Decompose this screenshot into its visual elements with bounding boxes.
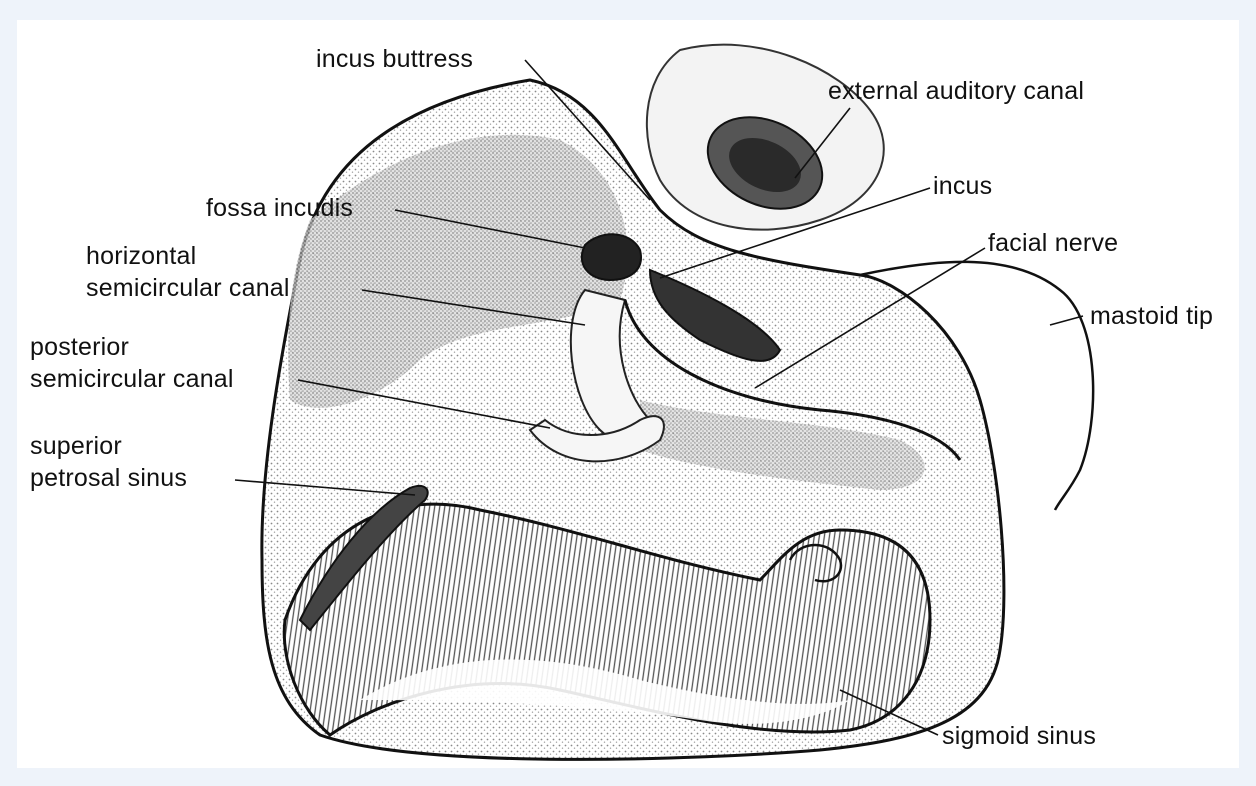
label-superior-sinus-2: petrosal sinus [30,464,187,492]
leader-mastoid-tip [1050,316,1083,325]
label-posterior-canal-2: semicircular canal [30,365,234,393]
label-fossa-incudis: fossa incudis [206,194,353,222]
label-horizontal-canal-2: semicircular canal [86,274,290,302]
label-superior-sinus-1: superior [30,432,122,460]
incus-shape [582,234,641,280]
label-horizontal-canal-1: horizontal [86,242,196,270]
label-sigmoid-sinus: sigmoid sinus [942,722,1096,750]
label-incus-buttress: incus buttress [316,45,473,73]
label-mastoid-tip: mastoid tip [1090,302,1213,330]
label-incus: incus [933,172,992,200]
label-external-auditory-canal: external auditory canal [828,77,1084,105]
label-posterior-canal-1: posterior [30,333,129,361]
label-facial-nerve: facial nerve [988,229,1118,257]
